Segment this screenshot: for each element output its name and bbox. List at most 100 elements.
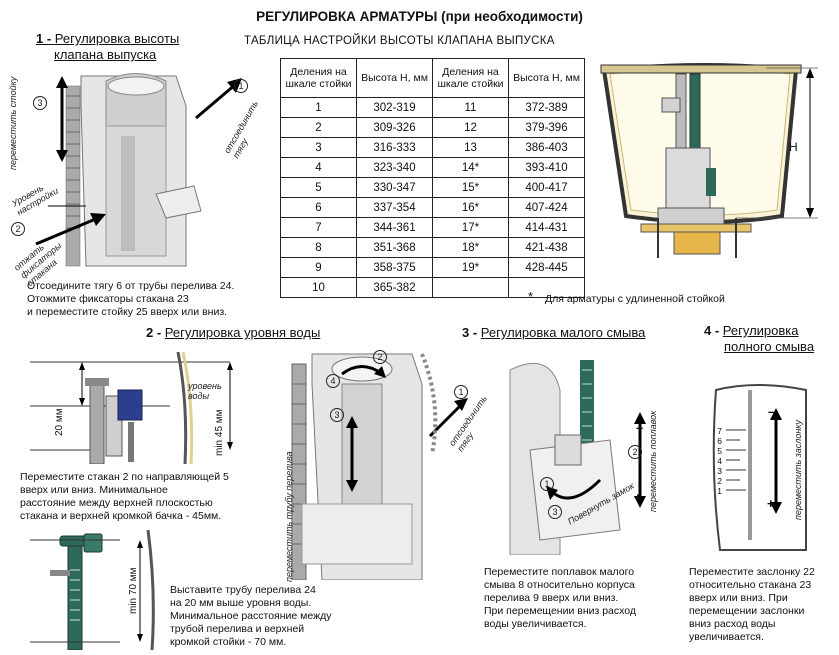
section2-illustration-middle bbox=[291, 353, 468, 580]
section1-callout-2: 2 bbox=[11, 222, 25, 236]
section3-note: Переместите поплавок малого смыва 8 отно… bbox=[484, 566, 637, 630]
section4-illustration bbox=[712, 384, 807, 551]
table-cell: 18* bbox=[432, 237, 509, 258]
section3-callout-2: 2 bbox=[628, 445, 642, 459]
table-cell: 372-389 bbox=[508, 97, 585, 118]
section4-title: 4 - Регулировка полного смыва bbox=[704, 323, 814, 355]
table-title: ТАБЛИЦА НАСТРОЙКИ ВЫСОТЫ КЛАПАНА ВЫПУСКА bbox=[244, 35, 555, 47]
section1-title-line1: Регулировка высоты bbox=[54, 31, 180, 46]
table-cell: 316-333 bbox=[356, 137, 433, 158]
table-cell: 421-438 bbox=[508, 237, 585, 258]
table-cell: 7 bbox=[280, 217, 357, 238]
section2-callout-3: 3 bbox=[330, 408, 344, 422]
section4-scale-number: 5 bbox=[717, 446, 722, 456]
table-header-cell: Деления на шкале стойки bbox=[432, 58, 509, 98]
section2-title-text: Регулировка уровня воды bbox=[164, 325, 321, 340]
section2-callout-2: 2 bbox=[373, 350, 387, 364]
table-cell: 2 bbox=[280, 117, 357, 138]
section1-title-line2: клапана выпуска bbox=[54, 47, 157, 62]
table-cell: 5 bbox=[280, 177, 357, 198]
valve-height-table: Деления на шкале стойки Высота Н, мм Дел… bbox=[280, 58, 585, 298]
section3-title-text: Регулировка малого смыва bbox=[480, 325, 646, 340]
table-cell: 15* bbox=[432, 177, 509, 198]
table-cell: 3 bbox=[280, 137, 357, 158]
section3-callout-1: 1 bbox=[540, 477, 554, 491]
table-cell: 414-431 bbox=[508, 217, 585, 238]
section2-title: 2 - Регулировка уровня воды bbox=[146, 325, 320, 341]
section4-scale-number: 4 bbox=[717, 456, 722, 466]
section4-minus: – bbox=[768, 404, 776, 419]
table-cell: 6 bbox=[280, 197, 357, 218]
section4-label-move-flap: переместить заслонку bbox=[793, 419, 803, 520]
table-cell: 358-375 bbox=[356, 257, 433, 278]
section1-number: 1 - bbox=[36, 31, 55, 46]
section1-callout-3: 3 bbox=[33, 96, 47, 110]
section4-scale-number: 1 bbox=[717, 486, 722, 496]
section2-label-min70: min 70 мм bbox=[128, 567, 139, 614]
table-cell: 4 bbox=[280, 157, 357, 178]
table-cell: 323-340 bbox=[356, 157, 433, 178]
section3-illustration bbox=[500, 350, 650, 555]
table-cell: 8 bbox=[280, 237, 357, 258]
section1-label-move-stand: переместить стойку bbox=[8, 76, 18, 170]
table-footnote-mark: * bbox=[528, 289, 534, 304]
section4-note: Переместите заслонку 22 относительно ста… bbox=[689, 566, 815, 643]
section2-label-move-pipe: переместить трубу перелива bbox=[284, 451, 294, 582]
section2-label-water-level: уровень воды bbox=[188, 381, 222, 401]
section4-scale-number: 6 bbox=[717, 436, 722, 446]
table-cell: 16* bbox=[432, 197, 509, 218]
table-cell: 1 bbox=[280, 97, 357, 118]
table-cell: 351-368 bbox=[356, 237, 433, 258]
table-cell: 344-361 bbox=[356, 217, 433, 238]
table-cell: 337-354 bbox=[356, 197, 433, 218]
table-header-cell: Высота Н, мм bbox=[356, 58, 433, 98]
table-header-row: Деления на шкале стойки Высота Н, мм Дел… bbox=[280, 58, 585, 98]
table-cell: 393-410 bbox=[508, 157, 585, 178]
section3-callout-3: 3 bbox=[548, 505, 562, 519]
table-cell: 365-382 bbox=[356, 277, 433, 298]
section2-label-min45: min 45 мм bbox=[214, 409, 225, 456]
tank-h-label: H bbox=[789, 140, 798, 154]
table-cell: 14* bbox=[432, 157, 509, 178]
table-cell: 10 bbox=[280, 277, 357, 298]
table-cell: 428-445 bbox=[508, 257, 585, 278]
table-cell: 379-396 bbox=[508, 117, 585, 138]
table-cell: 12 bbox=[432, 117, 509, 138]
table-cell: 19* bbox=[432, 257, 509, 278]
table-cell: 309-326 bbox=[356, 117, 433, 138]
table-cell bbox=[432, 277, 509, 298]
section2-callout-1: 1 bbox=[454, 385, 468, 399]
section3-number: 3 - bbox=[462, 325, 481, 340]
section4-plus: + bbox=[767, 496, 775, 511]
table-cell: 17* bbox=[432, 217, 509, 238]
section3-title: 3 - Регулировка малого смыва bbox=[462, 325, 645, 341]
section3-minus: – bbox=[636, 420, 644, 435]
section4-scale-number: 3 bbox=[717, 466, 722, 476]
table-cell: 13 bbox=[432, 137, 509, 158]
table-cell: 407-424 bbox=[508, 197, 585, 218]
table-footnote: Для арматуры с удлиненной стойкой bbox=[545, 293, 725, 305]
section1-note: Отсоедините тягу 6 от трубы перелива 24.… bbox=[27, 280, 235, 318]
table-header-cell: Деления на шкале стойки bbox=[280, 58, 357, 98]
section1-illustration bbox=[26, 66, 266, 278]
table-cell: 302-319 bbox=[356, 97, 433, 118]
page-title: РЕГУЛИРОВКА АРМАТУРЫ (при необходимости) bbox=[256, 9, 583, 24]
section4-scale-number: 7 bbox=[717, 426, 722, 436]
section4-title-line1: Регулировка bbox=[722, 323, 799, 338]
section4-title-line2: полного смыва bbox=[724, 339, 815, 354]
table-cell: 400-417 bbox=[508, 177, 585, 198]
section4-number: 4 - bbox=[704, 323, 723, 338]
table-cell: 9 bbox=[280, 257, 357, 278]
section2-illustration-top bbox=[30, 352, 233, 464]
section2-label-20mm: 20 мм bbox=[54, 408, 65, 436]
